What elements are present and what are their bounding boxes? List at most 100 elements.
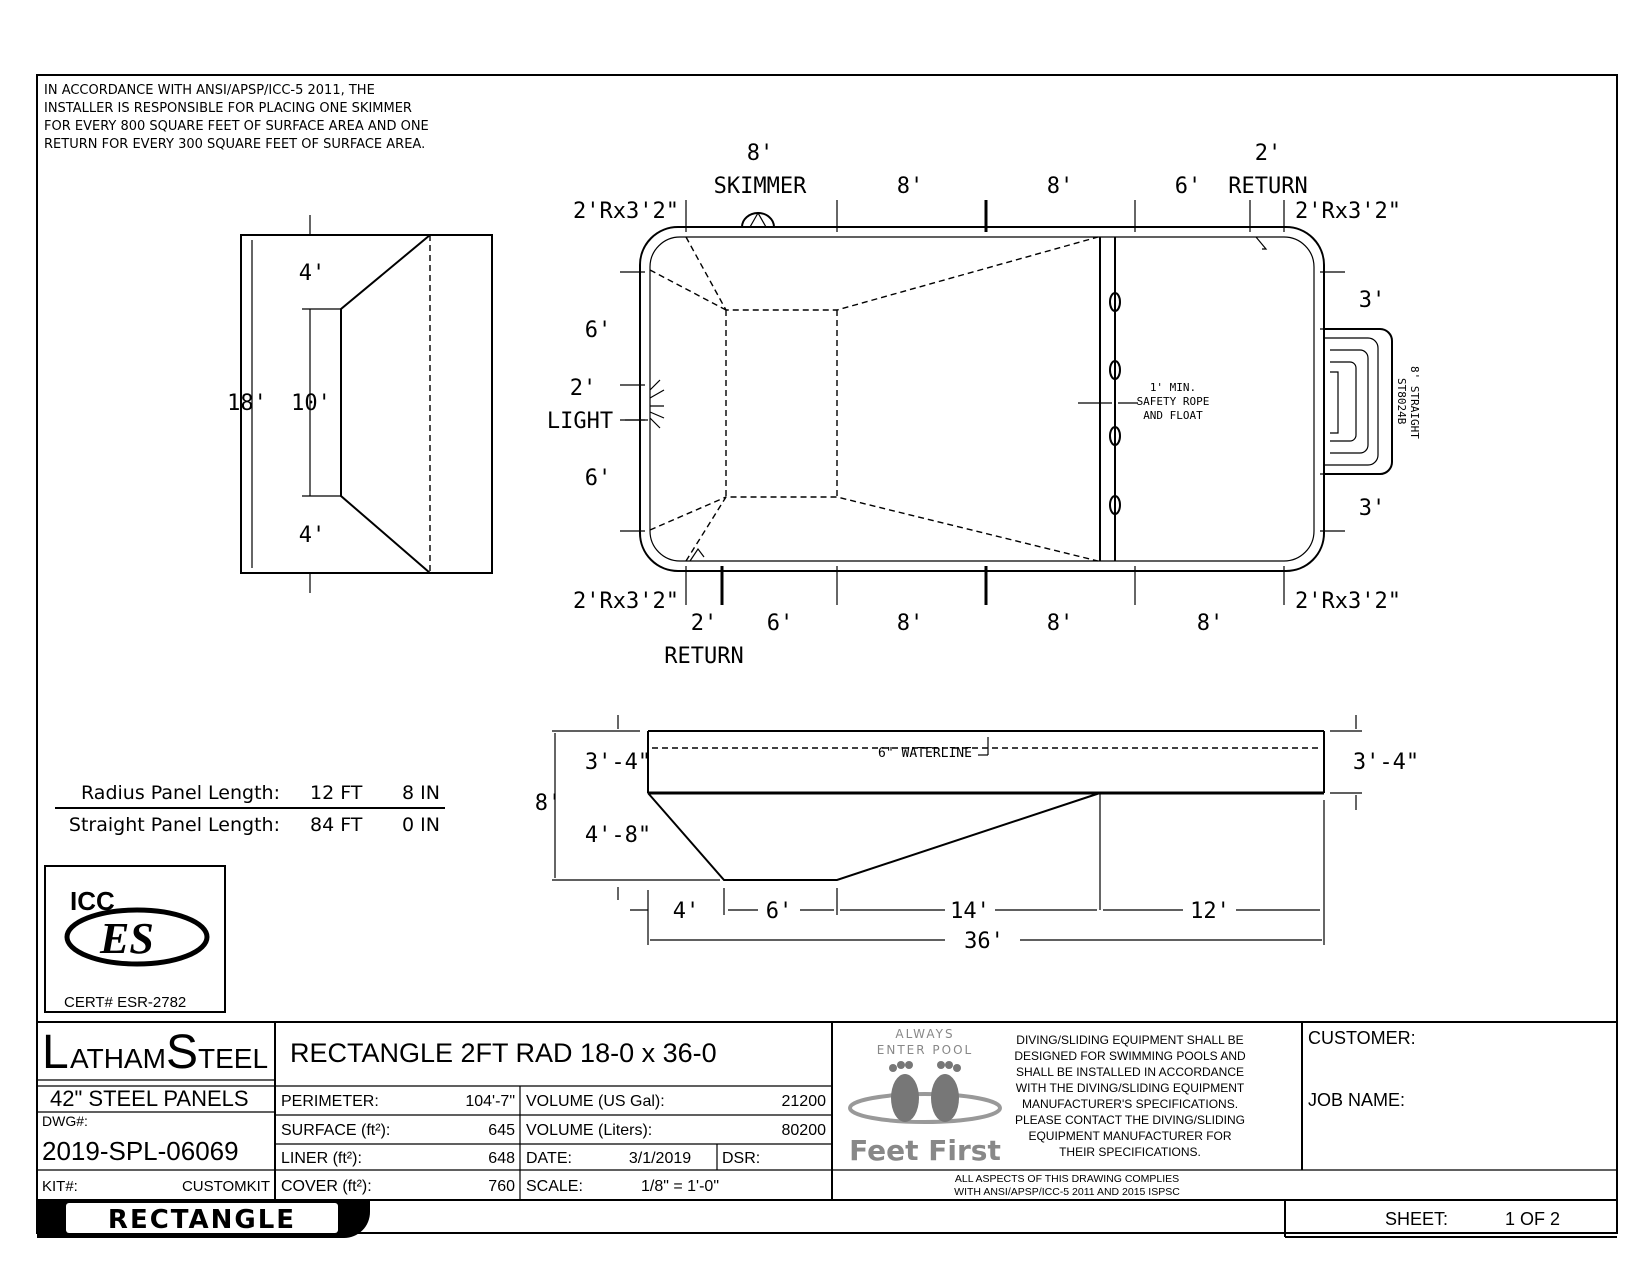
bottom-dim: 6' (767, 611, 794, 636)
kit-value: CUSTOMKIT (182, 1178, 270, 1195)
perimeter-value: 104'-7" (465, 1093, 515, 1110)
title-block: L ATHAM S TEEL 42" STEEL PANELS DWG#: 20… (37, 1021, 1617, 1238)
diving-note-line: THEIR SPECIFICATIONS. (1059, 1145, 1201, 1159)
es-logo-text: ES (99, 914, 154, 963)
vol-us-label: VOLUME (US Gal): (526, 1093, 665, 1110)
total-length: 36' (964, 929, 1004, 954)
corner-label-br: 2'Rx3'2" (1295, 589, 1401, 614)
scale-value: 1/8" = 1'-0" (641, 1178, 719, 1195)
vol-l-label: VOLUME (Liters): (526, 1122, 652, 1139)
radius-panel-label: Radius Panel Length: (81, 782, 280, 804)
bottom-dim-return: 2' (691, 611, 718, 636)
diving-note-line: WITH THE DIVING/SLIDING EQUIPMENT (1016, 1081, 1245, 1095)
sheet-label: SHEET: (1385, 1209, 1448, 1229)
right-dim: 3' (1359, 288, 1386, 313)
waterline-label: 6" WATERLINE (878, 746, 972, 761)
top-dim: 6' (1175, 174, 1202, 199)
light-icon (625, 379, 665, 429)
total-depth: 8' (535, 791, 562, 816)
length-dim: 4' (673, 899, 700, 924)
compliance-footer-line: WITH ANSI/APSP/ICC-5 2011 AND 2015 ISPSC (954, 1186, 1180, 1198)
surface-value: 645 (488, 1122, 515, 1139)
section-width: 18' (227, 391, 267, 416)
liner-label: LINER (ft²): (281, 1150, 362, 1167)
plan-view: 1' MIN. SAFETY ROPE AND FLOAT (547, 141, 1421, 669)
surface-label: SURFACE (ft²): (281, 1122, 390, 1139)
left-dim: 6' (585, 466, 612, 491)
top-dim: 8' (897, 174, 924, 199)
compliance-note: IN ACCORDANCE WITH ANSI/APSP/ICC-5 2011,… (44, 83, 429, 152)
section-slope-top: 4' (299, 261, 326, 286)
shallow-depth: 3'-4" (585, 750, 651, 775)
right-dim: 3' (1359, 496, 1386, 521)
return-label-bottom: RETURN (664, 644, 743, 669)
safety-rope-label: SAFETY ROPE (1137, 395, 1210, 408)
cover-label: COVER (ft²): (281, 1178, 372, 1195)
scale-label: SCALE: (526, 1178, 583, 1195)
brand-initial: L (42, 1026, 69, 1079)
return-fitting-icon (1255, 236, 1268, 250)
diving-note-line: PLEASE CONTACT THE DIVING/SLIDING (1015, 1113, 1245, 1127)
compliance-note-line: RETURN FOR EVERY 300 SQUARE FEET OF SURF… (44, 137, 425, 152)
section-slope-bottom: 4' (299, 523, 326, 548)
corner-label-tr: 2'Rx3'2" (1295, 199, 1401, 224)
brand-word: ATHAM (70, 1043, 166, 1074)
feet-first-top: ALWAYS (895, 1027, 954, 1041)
footprints-icon (889, 1061, 961, 1122)
compliance-note-line: INSTALLER IS RESPONSIBLE FOR PLACING ONE… (44, 101, 412, 116)
straight-panel-in: 0 IN (402, 814, 440, 836)
job-name-label: JOB NAME: (1308, 1090, 1405, 1110)
corner-label-bl: 2'Rx3'2" (573, 589, 679, 614)
cover-value: 760 (488, 1178, 515, 1195)
shape-badge: RECTANGLE (37, 1200, 370, 1238)
length-dim: 6' (766, 899, 793, 924)
panel-lengths: Radius Panel Length: 12 FT 8 IN Straight… (55, 782, 445, 836)
light-label: LIGHT (547, 409, 613, 434)
panels-label: 42" STEEL PANELS (50, 1086, 249, 1111)
left-dim: 2' (570, 376, 597, 401)
bottom-dim: 8' (897, 611, 924, 636)
return-label-top: RETURN (1228, 174, 1307, 199)
straight-panel-label: Straight Panel Length: (69, 814, 280, 836)
sheet-border (36, 74, 1618, 1234)
return-fitting-icon (689, 547, 705, 562)
section-view: 4' 10' 18' 4' (227, 215, 493, 593)
diving-note-line: DIVING/SLIDING EQUIPMENT SHALL BE (1016, 1033, 1243, 1047)
feet-first-logo: ALWAYS ENTER POOL Feet First (848, 1027, 1002, 1167)
step-unit: 8' STRAIGHT ST8024B (1324, 328, 1421, 475)
length-dim: 14' (950, 899, 990, 924)
top-dim-return: 2' (1255, 141, 1282, 166)
liner-value: 648 (488, 1150, 515, 1167)
bottom-dim: 8' (1047, 611, 1074, 636)
shape-badge-text: RECTANGLE (108, 1205, 296, 1235)
bottom-dim: 8' (1197, 611, 1224, 636)
diving-note-line: DESIGNED FOR SWIMMING POOLS AND (1014, 1049, 1246, 1063)
brand-initial: S (166, 1026, 198, 1079)
step-label: ST8024B (1395, 378, 1408, 425)
compliance-footer-line: ALL ASPECTS OF THIS DRAWING COMPLIES (955, 1173, 1179, 1185)
drawing-title: RECTANGLE 2FT RAD 18-0 x 36-0 (290, 1038, 717, 1068)
section-depth-mid: 10' (291, 391, 331, 416)
vol-l-value: 80200 (782, 1122, 827, 1139)
corner-label-tl: 2'Rx3'2" (573, 199, 679, 224)
left-dim: 6' (585, 318, 612, 343)
diving-note-line: EQUIPMENT MANUFACTURER FOR (1028, 1129, 1231, 1143)
feet-first-main: Feet First (849, 1134, 1001, 1167)
perimeter-label: PERIMETER: (281, 1093, 379, 1110)
dwg-label: DWG#: (42, 1113, 88, 1129)
compliance-note-line: FOR EVERY 800 SQUARE FEET OF SURFACE ARE… (44, 119, 429, 134)
cert-number: CERT# ESR-2782 (64, 994, 186, 1011)
customer-label: CUSTOMER: (1308, 1028, 1416, 1048)
straight-panel-ft: 84 FT (310, 814, 363, 836)
kit-label: KIT#: (42, 1178, 78, 1195)
diving-note-line: MANUFACTURER'S SPECIFICATIONS. (1022, 1097, 1238, 1111)
feet-first-mid: ENTER POOL (877, 1043, 973, 1057)
radius-panel-ft: 12 FT (310, 782, 363, 804)
deep-extra: 4'-8" (585, 823, 651, 848)
vol-us-value: 21200 (782, 1093, 827, 1110)
safety-rope-label: 1' MIN. (1150, 381, 1196, 394)
diving-note: DIVING/SLIDING EQUIPMENT SHALL BE DESIGN… (1014, 1033, 1246, 1159)
length-dim: 12' (1190, 899, 1230, 924)
date-label: DATE: (526, 1150, 572, 1167)
